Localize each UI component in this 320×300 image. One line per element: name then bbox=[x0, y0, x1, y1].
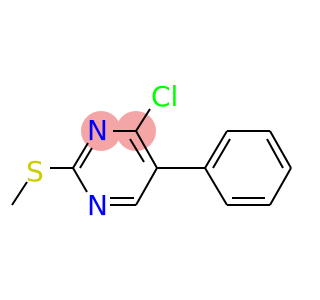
bond-ph-1 bbox=[204, 130, 228, 169]
bond-c4-c5 bbox=[135, 130, 158, 169]
bond-ph-inner-1 bbox=[212, 138, 231, 169]
bond-c5-c6 bbox=[135, 167, 158, 206]
bond-n-bottom-c2 bbox=[72, 167, 88, 193]
bond-ph-6 bbox=[204, 167, 228, 206]
bond-s-ch3 bbox=[11, 181, 28, 206]
atom-n-bottom: N bbox=[87, 189, 108, 222]
atom-cl: Cl bbox=[151, 80, 178, 113]
atom-s: S bbox=[26, 155, 44, 188]
atom-n-top: N bbox=[87, 114, 108, 147]
bonds bbox=[11, 108, 292, 206]
bond-c4-c5-double bbox=[129, 138, 145, 163]
highlight-n-top bbox=[81, 111, 121, 151]
bond-c2-n-top bbox=[72, 142, 89, 169]
molecule-canvas: Cl N N S bbox=[11, 80, 292, 222]
bond-ph-3 bbox=[269, 130, 292, 169]
bond-ph-4 bbox=[269, 167, 292, 206]
molecule-structure: Cl N N S bbox=[11, 80, 292, 222]
bond-ph-inner-2 bbox=[266, 138, 284, 169]
bond-c2-n-top-double bbox=[79, 147, 93, 169]
bond-c4-cl bbox=[135, 108, 151, 132]
